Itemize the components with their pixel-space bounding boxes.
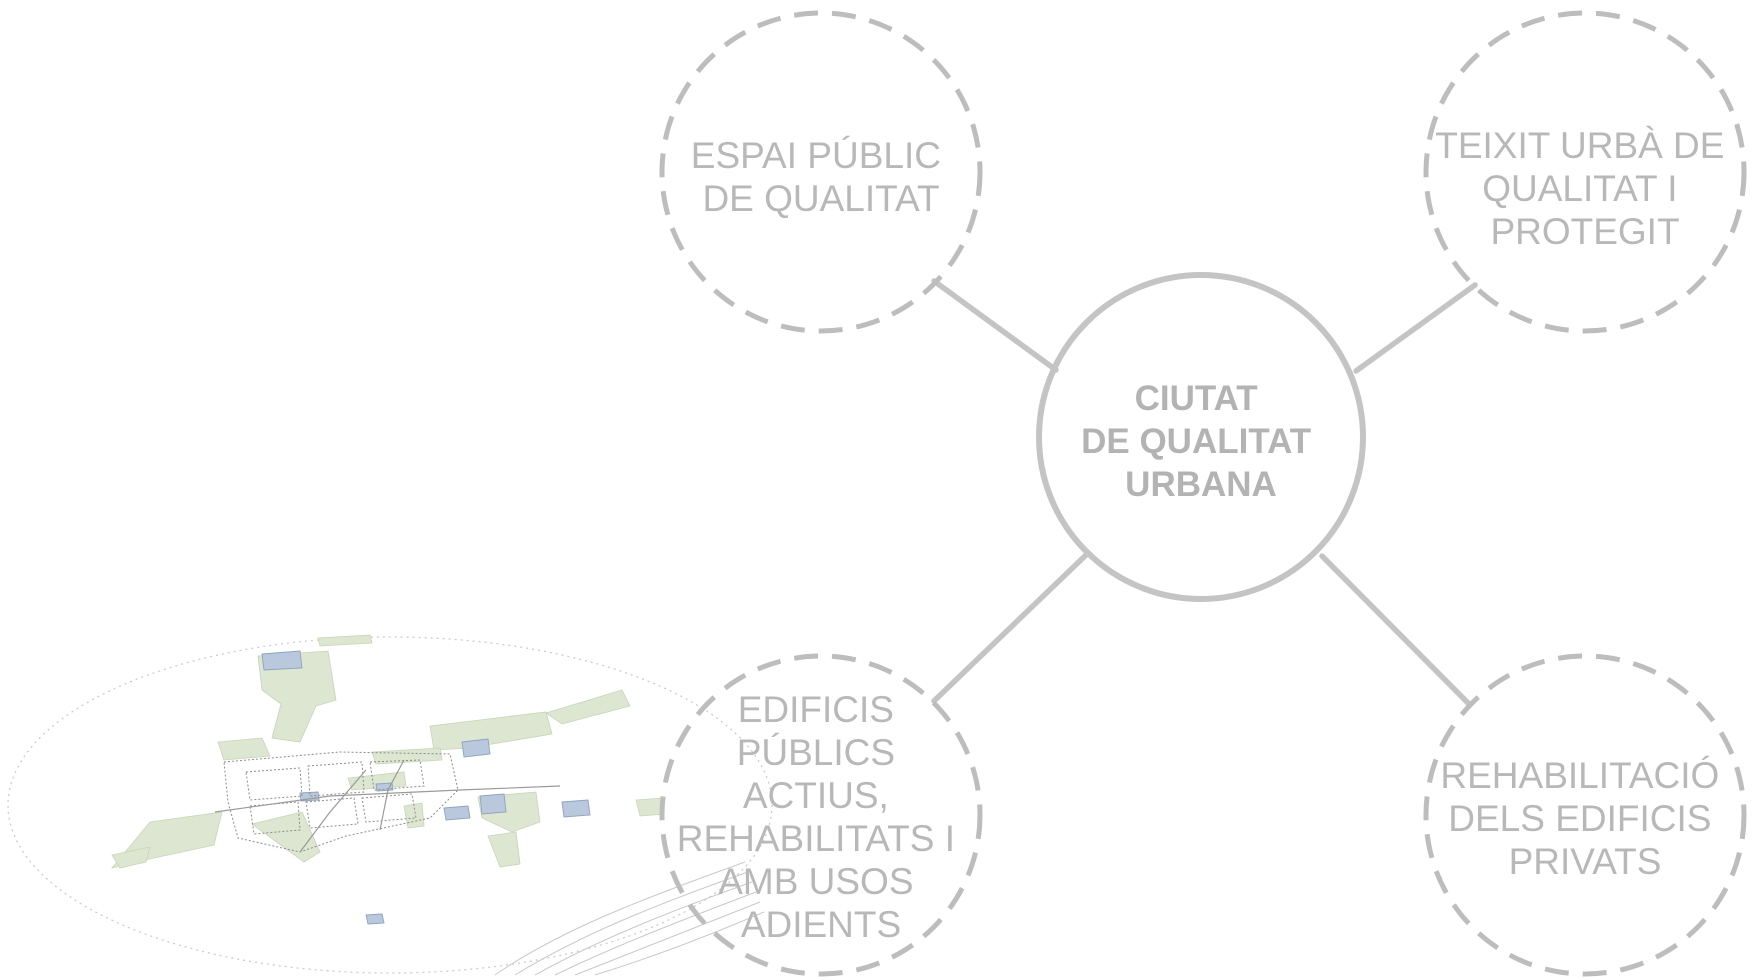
center-label-line: DE QUALITAT	[1081, 422, 1311, 461]
node-label-line: REHABILITATS I	[677, 818, 955, 859]
node-label-line: PÚBLICS	[737, 732, 895, 773]
node-label-line: ACTIUS,	[743, 775, 889, 816]
center-node: CIUTAT DE QUALITAT URBANA	[1036, 272, 1366, 602]
node-label-line: ESPAI PÚBLIC	[691, 135, 941, 176]
node-edificis-publics-circle	[659, 653, 983, 977]
node-label-line: QUALITAT I	[1482, 168, 1677, 209]
node-label-line: PROTEGIT	[1490, 211, 1679, 252]
node-label-line: ADIENTS	[741, 904, 901, 945]
connector-teixit-urba	[1353, 282, 1478, 374]
node-label-line: TEIXIT URBÀ DE	[1435, 125, 1724, 166]
node-teixit-urba-label: TEIXIT URBÀ DE QUALITAT I PROTEGIT	[1435, 125, 1735, 252]
node-espai-public-circle	[659, 10, 983, 334]
connector-edificis-publics	[931, 552, 1089, 704]
urban-map-illustration	[7, 634, 773, 976]
node-label-line: REHABILITACIÓ	[1440, 755, 1719, 796]
connectors	[931, 278, 1478, 708]
node-teixit-urba-circle	[1423, 10, 1747, 334]
node-label-line: PRIVATS	[1509, 841, 1662, 882]
connector-espai-public	[931, 278, 1059, 373]
node-espai-public-label: ESPAI PÚBLIC DE QUALITAT	[691, 135, 951, 219]
node-edificis-publics-label: EDIFICIS PÚBLICS ACTIUS, REHABILITATS I …	[677, 689, 966, 945]
node-label-line: AMB USOS	[718, 861, 913, 902]
center-label-line: URBANA	[1125, 465, 1277, 504]
node-rehabilitacio-label: REHABILITACIÓ DELS EDIFICIS PRIVATS	[1440, 755, 1729, 882]
center-label-line: CIUTAT	[1135, 379, 1258, 418]
connector-rehabilitacio	[1319, 553, 1473, 708]
node-label-line: DE QUALITAT	[702, 178, 939, 219]
node-rehabilitacio-circle	[1423, 653, 1747, 977]
node-label-line: DELS EDIFICIS	[1448, 798, 1711, 839]
node-label-line: EDIFICIS	[738, 689, 894, 730]
center-label: CIUTAT DE QUALITAT URBANA	[1081, 379, 1321, 504]
